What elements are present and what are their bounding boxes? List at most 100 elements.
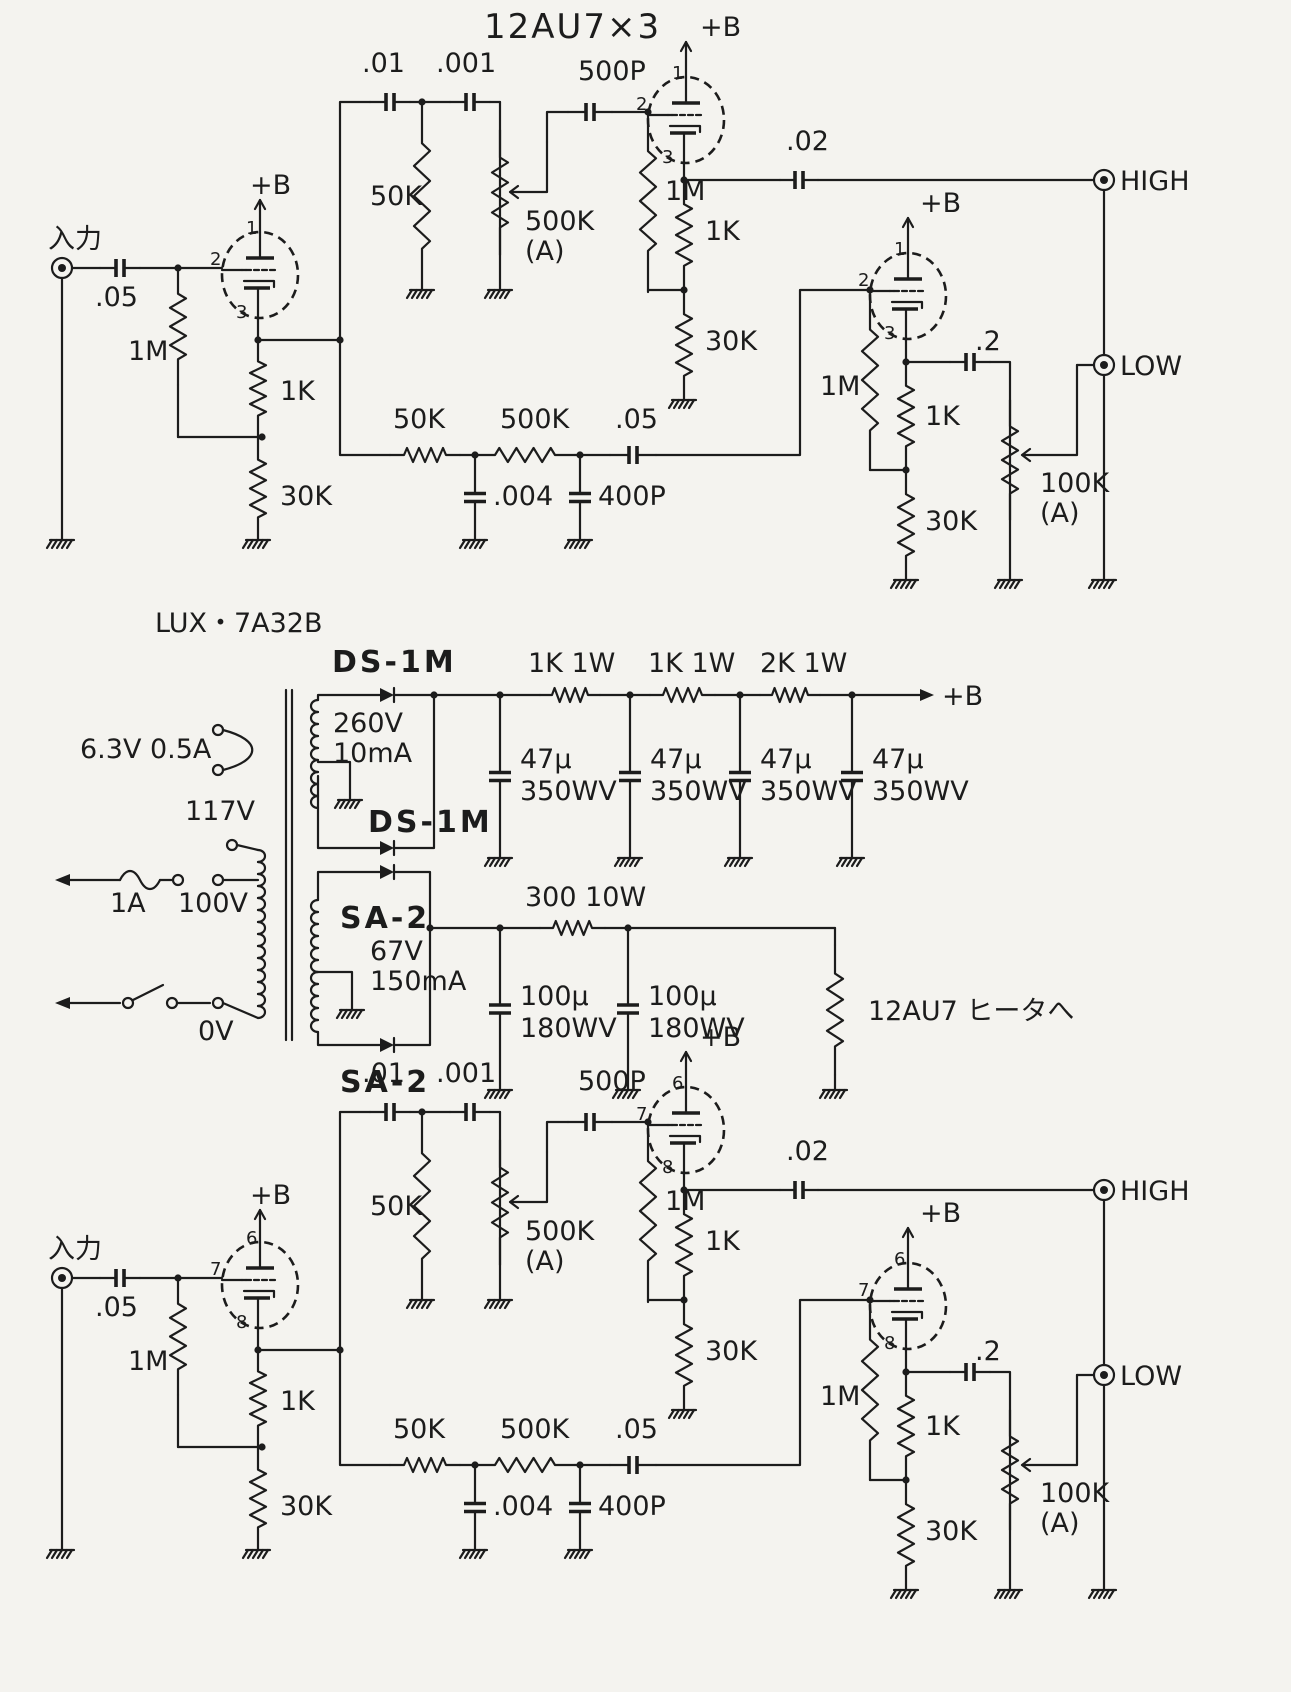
tube-cathode (668, 124, 702, 134)
cap-2-value: .2 (975, 1336, 1001, 1367)
ground-hatch (823, 1088, 832, 1100)
lv-winding (309, 994, 320, 1010)
res-50k-low-value: 50K (393, 404, 446, 435)
wire (316, 693, 382, 702)
b-plus-label: +B (920, 188, 961, 219)
cathode-30k (248, 1445, 268, 1552)
ground-symbol (993, 1588, 1024, 1600)
ground-hatch (909, 1588, 918, 1600)
ground-hatch (60, 1548, 69, 1560)
grid-1m-value: 1M (820, 1381, 860, 1412)
ground-hatch (498, 288, 507, 300)
ground-hatch (425, 1298, 434, 1310)
cathode-1k-value: 1K (705, 1226, 741, 1257)
cap-400p-value: 400P (598, 481, 666, 512)
primary-100-label: 100V (178, 888, 249, 919)
primary-winding (256, 860, 267, 876)
ground-hatch (488, 288, 497, 300)
ground-symbol (483, 1298, 514, 1310)
cap-01-value: .01 (362, 1058, 405, 1089)
ground-hatch (894, 1588, 903, 1600)
res-50k-value: 50K (370, 1191, 423, 1222)
input-cap-value: .05 (95, 1292, 138, 1323)
ground-hatch (583, 538, 592, 550)
primary-winding (256, 1004, 267, 1020)
grid-res-value: 1M (128, 336, 168, 367)
cap-02-value: .02 (786, 1136, 829, 1167)
resistor-2k-1w (758, 686, 822, 704)
primary-winding (256, 944, 267, 960)
ground-symbol (563, 538, 594, 550)
ground-symbol (1087, 578, 1118, 590)
ground-symbol (667, 398, 698, 410)
lv-winding (309, 982, 320, 998)
ground-hatch (1102, 1588, 1111, 1600)
ground-hatch (904, 1588, 913, 1600)
ground-hatch (246, 538, 255, 550)
ground-hatch (410, 1298, 419, 1310)
pin-number: 3 (662, 147, 673, 168)
ground-hatch (503, 1088, 512, 1100)
vr-100k-value: 100K(A) (1040, 468, 1111, 529)
ground-hatch (483, 1298, 492, 1310)
b-plus-label: +B (700, 12, 741, 43)
lv-winding (309, 934, 320, 950)
ground-hatch (503, 856, 512, 868)
ground-hatch (335, 1008, 344, 1020)
tube-envelope (220, 1240, 300, 1330)
vr-500k-value: 500K(A) (525, 1216, 596, 1277)
volume-100k (1000, 1408, 1020, 1532)
ground-hatch (498, 1088, 507, 1100)
cap-004-value: .004 (493, 481, 553, 512)
ground-hatch (340, 1008, 349, 1020)
junction-dot (258, 1443, 266, 1451)
ground-hatch (677, 1408, 686, 1420)
ground-hatch (568, 538, 577, 550)
ground-symbol (993, 578, 1024, 590)
ground-hatch (909, 578, 918, 590)
ground-symbol (483, 288, 514, 300)
cap-2-value: .2 (975, 326, 1001, 357)
ground-hatch (65, 538, 74, 550)
volume-500k (490, 1138, 510, 1267)
ground-hatch (473, 538, 482, 550)
wire (338, 1110, 372, 1352)
ground-hatch (850, 856, 859, 868)
ground-hatch (631, 1088, 640, 1100)
tube-cathode (890, 300, 924, 310)
vr-500k-value: 500K(A) (525, 206, 596, 267)
ground-hatch (855, 856, 864, 868)
arrow-head (55, 997, 70, 1009)
ground-hatch (420, 288, 429, 300)
ground-hatch (628, 856, 637, 868)
ground-symbol (45, 538, 76, 550)
ground-hatch (835, 856, 844, 868)
cathode-1k-low (896, 360, 916, 472)
resistor-50k (412, 100, 432, 292)
heater-winding-label: 6.3V 0.5A (80, 734, 212, 765)
ground-hatch (493, 288, 502, 300)
ground-hatch (1107, 1588, 1116, 1600)
wire (316, 870, 382, 902)
terminal (171, 873, 185, 887)
arrow-head (253, 198, 267, 211)
ground-hatch (723, 856, 732, 868)
ground-hatch (828, 1088, 837, 1100)
cathode-1k-value: 1K (280, 1386, 316, 1417)
ground-symbol (818, 1088, 849, 1100)
diode-lv-label: SA-2 (340, 1065, 430, 1100)
junction-dot (1100, 1371, 1108, 1379)
switch-terminal (121, 996, 135, 1010)
ground-hatch (498, 1298, 507, 1310)
ground-hatch (483, 288, 492, 300)
ground-hatch (583, 1548, 592, 1560)
ground-hatch (1008, 578, 1017, 590)
resistor-300-10w (538, 919, 607, 937)
primary-winding (256, 968, 267, 984)
grid-1m-high (638, 110, 658, 292)
